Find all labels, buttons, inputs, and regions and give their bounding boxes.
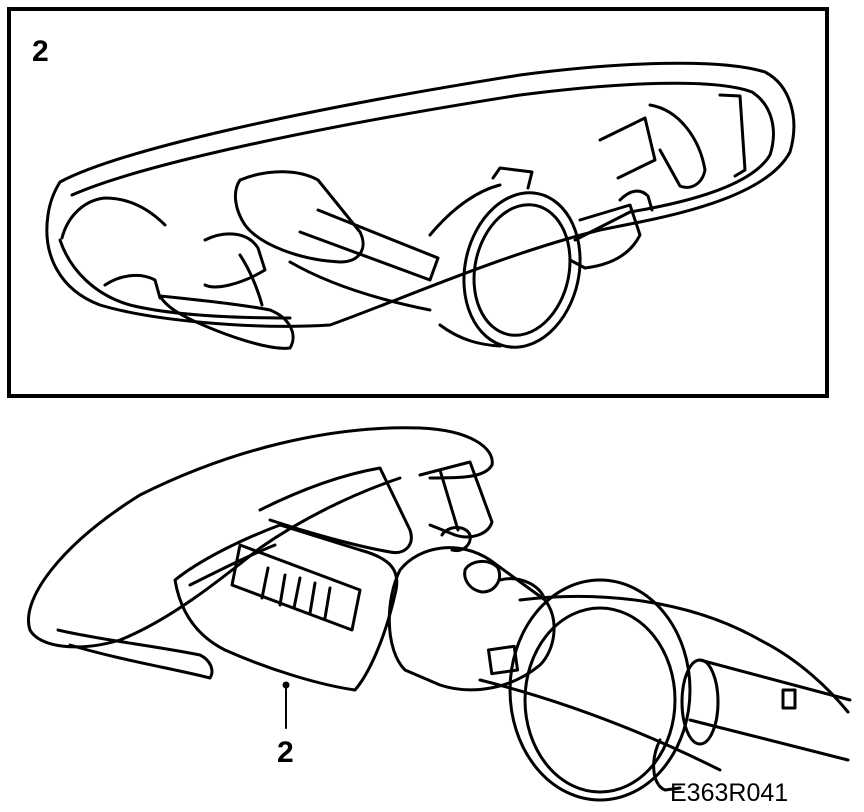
arm-sleeve-end: [680, 658, 720, 746]
pivot-screw: [463, 560, 501, 594]
mirror-cover-housing: [27, 426, 494, 692]
mount-cylinder-front: [462, 191, 582, 349]
right-inner-wall-2: [598, 116, 657, 180]
housing-inner-edge: [56, 628, 214, 680]
glass-mount-disc: [508, 578, 692, 802]
housing-right-rib: [438, 468, 460, 532]
housing-face-inner: [188, 543, 277, 587]
mirror-arm-assembly: [478, 578, 852, 802]
mount-cylinder-inner: [472, 203, 572, 337]
cover-inner-rim: [70, 81, 775, 214]
cover-left-end: [60, 196, 167, 240]
top-panel-frame: [7, 7, 829, 398]
right-bracket-rib: [573, 210, 632, 242]
left-tab-wall: [203, 232, 267, 289]
callout-label: 2: [277, 736, 294, 769]
housing-shell-underside: [28, 476, 402, 649]
pivot-clip: [498, 577, 547, 602]
top-panel: 2: [7, 7, 829, 398]
housing-slot: [230, 543, 362, 632]
right-inner-wall: [718, 93, 747, 178]
slot-channel: [298, 208, 440, 282]
housing-right-bracket: [418, 460, 494, 539]
glass-mount-disc-inner: [523, 606, 677, 794]
housing-slot-ribs: [260, 566, 332, 620]
sleeve-tab: [781, 688, 797, 710]
right-inner-post: [648, 103, 707, 189]
cover-left-notch: [103, 273, 162, 300]
left-mount-tab: [158, 294, 295, 350]
housing-face: [173, 523, 399, 692]
mirror-cover-part: [45, 61, 796, 350]
right-end-notch: [618, 189, 654, 212]
arm-end-ring: [652, 738, 682, 792]
cylinder-clip: [491, 166, 534, 190]
pivot-housing-tab: [486, 644, 520, 676]
mount-cylinder-body: [428, 183, 502, 348]
arm-sleeve: [688, 658, 852, 762]
slot-lower-edge: [288, 260, 432, 312]
left-tab-base: [238, 253, 264, 307]
figure-code: E363R041: [670, 779, 788, 807]
pivot-screw-2: [440, 526, 472, 553]
pivot-joint: [387, 526, 556, 692]
callout-dot: [282, 681, 290, 689]
callout-2: [282, 681, 290, 729]
bottom-panel: [27, 426, 852, 802]
cover-outer-rim: [45, 61, 796, 328]
arm-tube-upper: [518, 594, 850, 714]
housing-upper-bracket: [258, 466, 413, 555]
top-panel-label: 2: [32, 35, 49, 68]
cover-rim-lower-edge: [58, 238, 292, 320]
housing-outer-shell: [27, 426, 494, 632]
right-bracket: [568, 203, 642, 270]
center-bracket: [233, 170, 365, 264]
